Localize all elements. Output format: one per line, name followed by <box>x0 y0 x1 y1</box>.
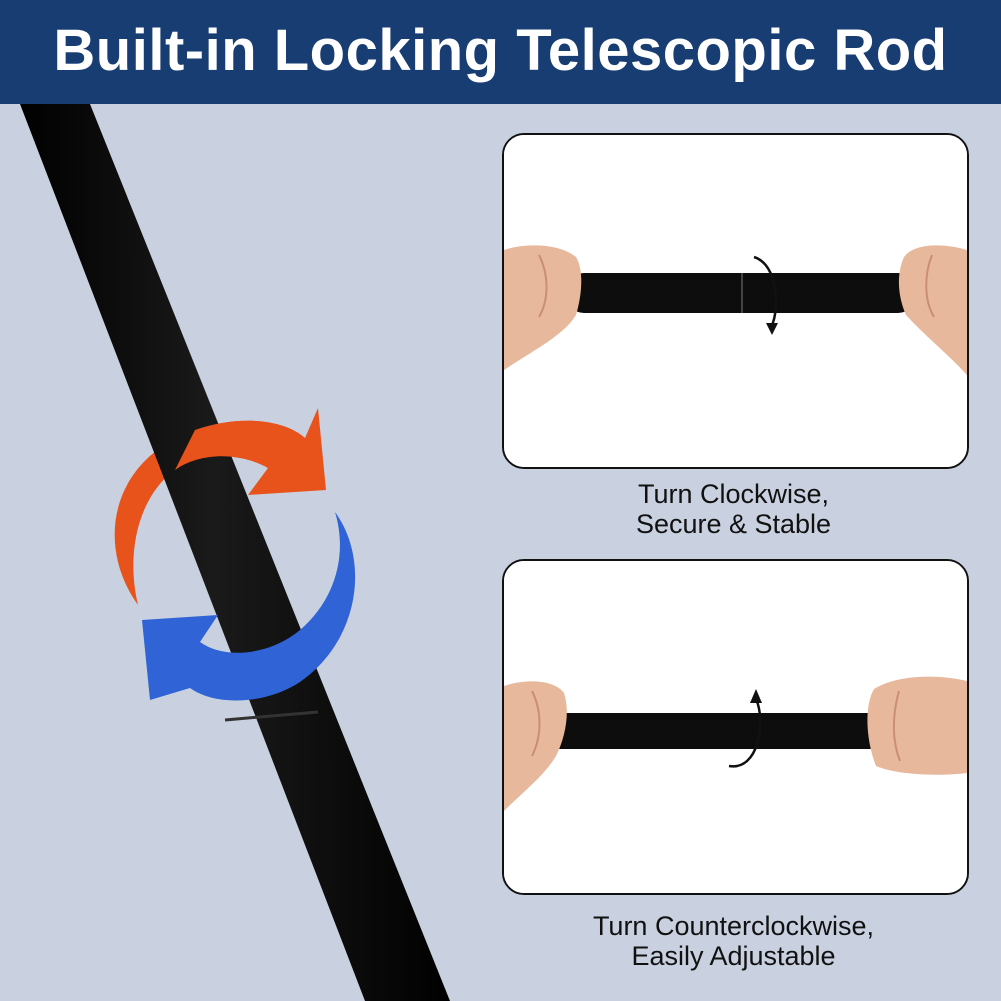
page-title: Built-in Locking Telescopic Rod <box>53 17 948 83</box>
rotate-arrow-blue-icon <box>142 512 356 701</box>
clockwise-photo-panel <box>502 133 969 469</box>
rotate-counterclockwise-icon <box>728 689 762 768</box>
counterclockwise-caption-line1: Turn Counterclockwise, <box>592 911 875 941</box>
clockwise-caption-line1: Turn Clockwise, <box>637 479 830 509</box>
rod-icon <box>20 104 450 1001</box>
counterclockwise-photo-panel <box>502 559 969 895</box>
clockwise-caption: Turn Clockwise, Secure & Stable <box>502 479 965 539</box>
counterclockwise-caption: Turn Counterclockwise, Easily Adjustable <box>502 911 965 971</box>
telescopic-rod-illustration <box>20 104 450 1001</box>
counterclockwise-rod-photo <box>504 561 967 893</box>
counterclockwise-caption-line2: Easily Adjustable <box>631 941 836 971</box>
rotate-clockwise-icon <box>753 255 778 335</box>
header-banner: Built-in Locking Telescopic Rod <box>0 0 1001 104</box>
clockwise-rod-photo <box>504 135 967 467</box>
clockwise-caption-line2: Secure & Stable <box>635 509 832 539</box>
